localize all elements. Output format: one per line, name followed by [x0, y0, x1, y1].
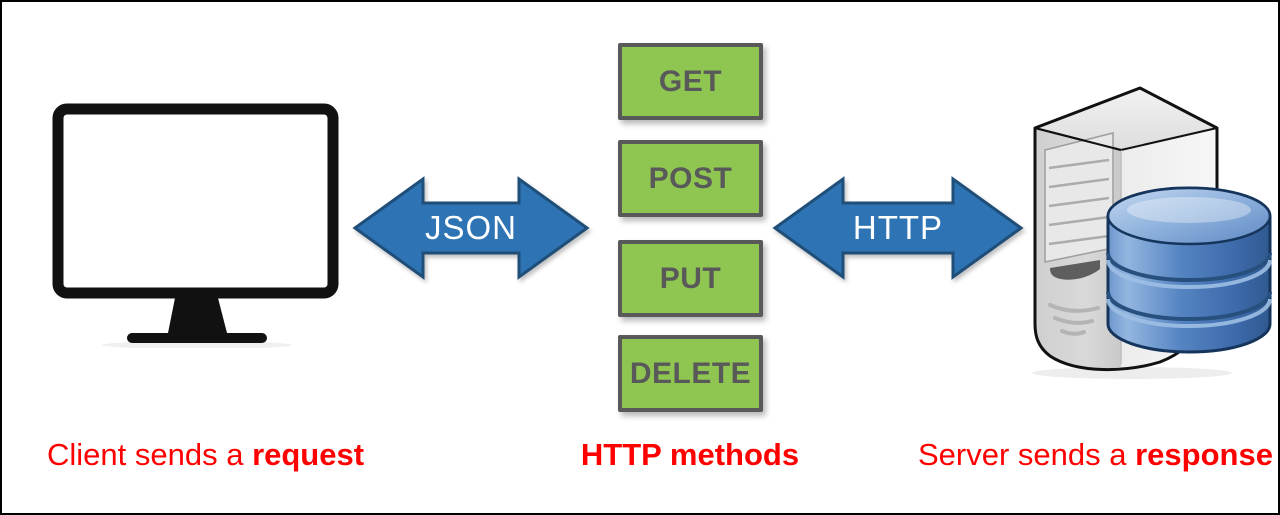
method-box-delete: DELETE — [618, 335, 763, 412]
server-caption-text: Server sends a — [918, 437, 1136, 472]
server-caption-bold: response — [1135, 437, 1273, 472]
server-caption: Server sends a response — [918, 437, 1273, 473]
client-caption-text: Client sends a — [47, 437, 253, 472]
json-arrow-label: JSON — [425, 209, 517, 246]
client-caption: Client sends a request — [47, 437, 364, 473]
method-box-put: PUT — [618, 240, 763, 317]
method-box-get: GET — [618, 43, 763, 120]
methods-caption: HTTP methods — [580, 437, 800, 472]
http-arrow: HTTP — [772, 176, 1024, 280]
server-drive-bays — [1048, 158, 1110, 246]
server-shadow — [1032, 367, 1232, 379]
server-vents — [1048, 303, 1100, 336]
database-icon — [1106, 186, 1272, 354]
monitor-icon — [52, 103, 339, 348]
json-arrow: JSON — [352, 176, 590, 280]
server-cd-drive — [1050, 260, 1100, 280]
http-arrow-label: HTTP — [853, 209, 943, 246]
client-caption-bold: request — [252, 437, 365, 472]
server-database-icon — [1032, 86, 1272, 379]
method-box-post: POST — [618, 140, 763, 217]
